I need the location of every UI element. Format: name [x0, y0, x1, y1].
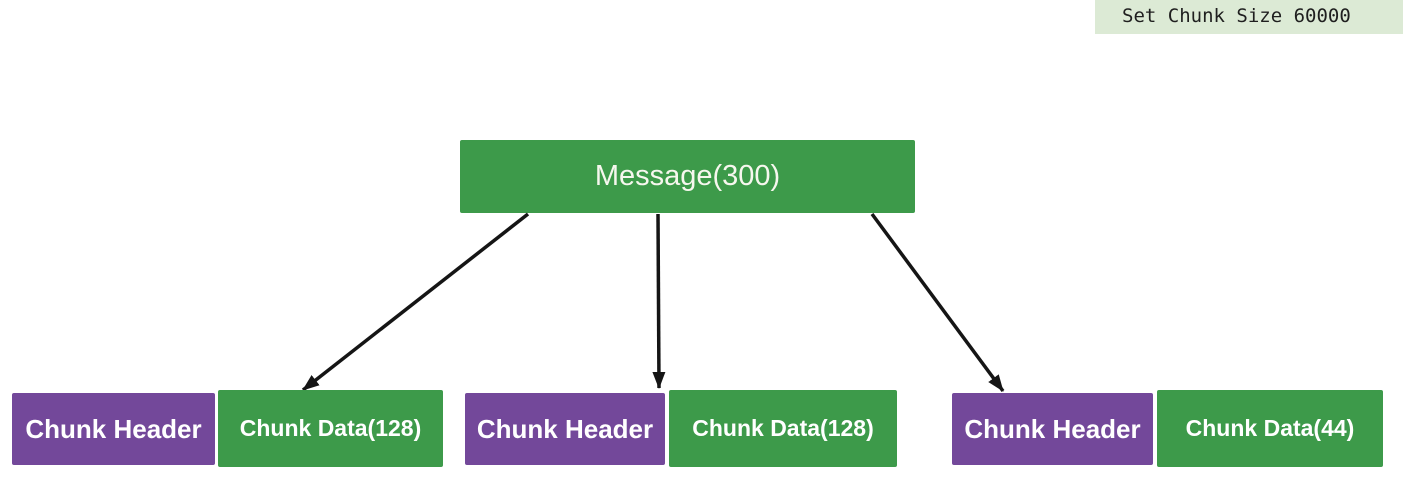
chunk-1-data-node: Chunk Data(128) — [218, 390, 443, 467]
arrow-message-to-chunk-3 — [870, 212, 1005, 393]
set-chunk-size-note: Set Chunk Size 60000 — [1095, 0, 1403, 34]
chunk-2-data-node: Chunk Data(128) — [669, 390, 897, 467]
chunk-1-header-node: Chunk Header — [12, 393, 215, 465]
chunk-3-header-node: Chunk Header — [952, 393, 1153, 465]
arrow-message-to-chunk-1 — [301, 212, 530, 392]
chunk-3-data-node: Chunk Data(44) — [1157, 390, 1383, 467]
message-node: Message(300) — [460, 140, 915, 213]
arrow-message-to-chunk-2 — [652, 213, 666, 389]
chunk-2-header-node: Chunk Header — [465, 393, 665, 465]
